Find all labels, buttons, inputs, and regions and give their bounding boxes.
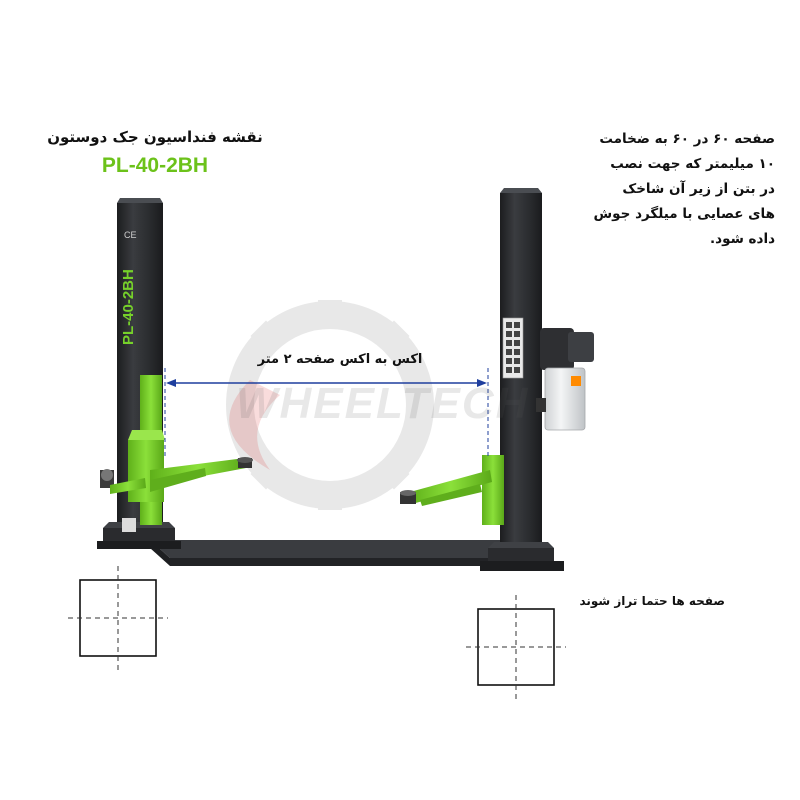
right-column: [480, 188, 564, 571]
model-label: PL-40-2BH: [101, 154, 209, 177]
plate-note-line: داده شود.: [710, 231, 775, 247]
watermark-text: WHEELTECH: [236, 379, 530, 428]
plate-note-line: ۱۰ میلیمتر که جهت نصب: [610, 156, 775, 172]
column-model-label: PL-40-2BH: [120, 269, 137, 345]
dimension-label: اکس به اکس صفحه ۲ متر: [257, 352, 423, 367]
gear-icon: [226, 300, 434, 510]
plate-note-line: های عصایی با میلگرد جوش: [593, 206, 775, 222]
foundation-plate-right: [466, 595, 566, 699]
plate-note: صفحه ۶۰ در ۶۰ به ضخامت ۱۰ میلیمتر که جهت…: [560, 127, 775, 252]
diagram-title: نقشه فنداسیون جک دوستون: [47, 128, 263, 146]
foundation-plate-left: [68, 566, 168, 670]
power-unit: [536, 328, 594, 431]
left-column: [97, 198, 181, 549]
swoosh-icon: [229, 380, 280, 470]
base-bar: [150, 540, 520, 566]
right-arm: [400, 470, 492, 506]
dimension-line: [164, 368, 489, 458]
level-note: صفحه ها حتما تراز شوند: [579, 594, 725, 608]
plate-note-line: در بتن از زیر آن شاخک: [622, 181, 775, 197]
plate-note-line: صفحه ۶۰ در ۶۰ به ضخامت: [599, 131, 775, 147]
ce-mark: CE: [124, 230, 137, 240]
left-arm: [100, 457, 253, 494]
